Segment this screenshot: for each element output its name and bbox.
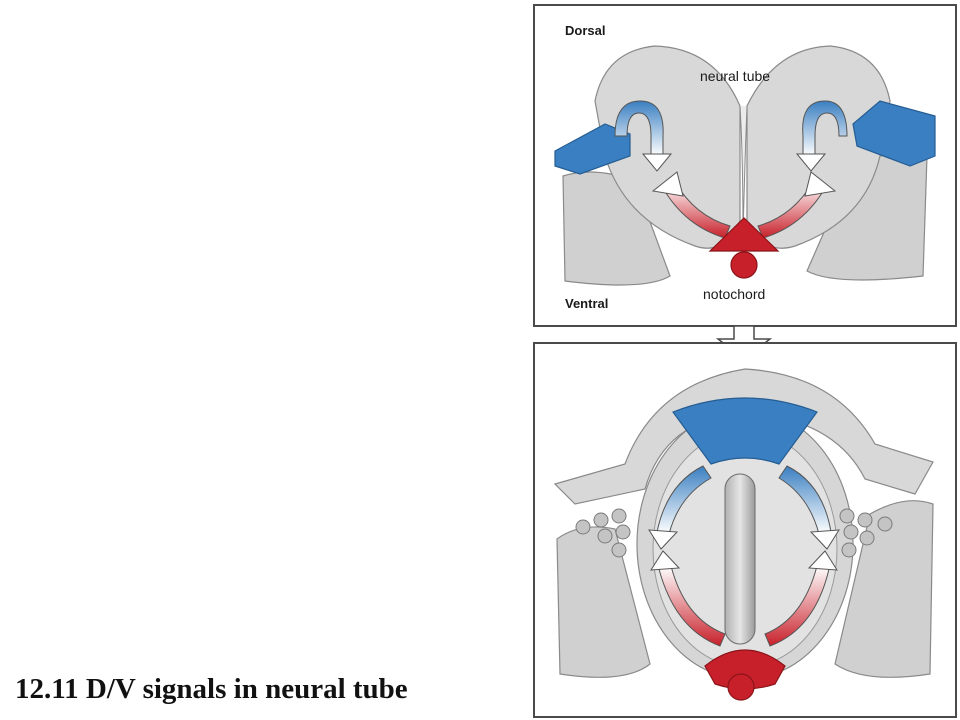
neural-plate-folding-illustration: [554, 45, 936, 286]
right-somite: [834, 500, 934, 678]
left-neural-crest-cells: [575, 508, 631, 558]
dorsal-label: Dorsal: [565, 23, 606, 38]
left-neural-fold: [594, 45, 741, 249]
right-ectoderm-signal-source: [852, 100, 936, 167]
roof-plate: [672, 397, 818, 465]
bottom-diagram-panel: [533, 342, 957, 718]
notochord: [730, 251, 758, 279]
left-somite: [556, 526, 651, 678]
right-neural-crest-cells: [839, 508, 893, 558]
top-diagram-panel: Dorsal Ventral neural tube notochord: [533, 4, 957, 327]
left-ectoderm-signal-source: [554, 123, 631, 175]
floor-plate: [708, 217, 780, 252]
left-somite: [562, 171, 671, 286]
neural-tube-label: neural tube: [700, 68, 771, 84]
notochord: [727, 673, 755, 701]
notochord-label: notochord: [703, 286, 766, 302]
closed-neural-tube-illustration: [553, 368, 934, 701]
central-canal: [724, 473, 756, 645]
figure-caption: 12.11 D/V signals in neural tube: [15, 673, 408, 705]
ventral-label: Ventral: [565, 296, 609, 311]
